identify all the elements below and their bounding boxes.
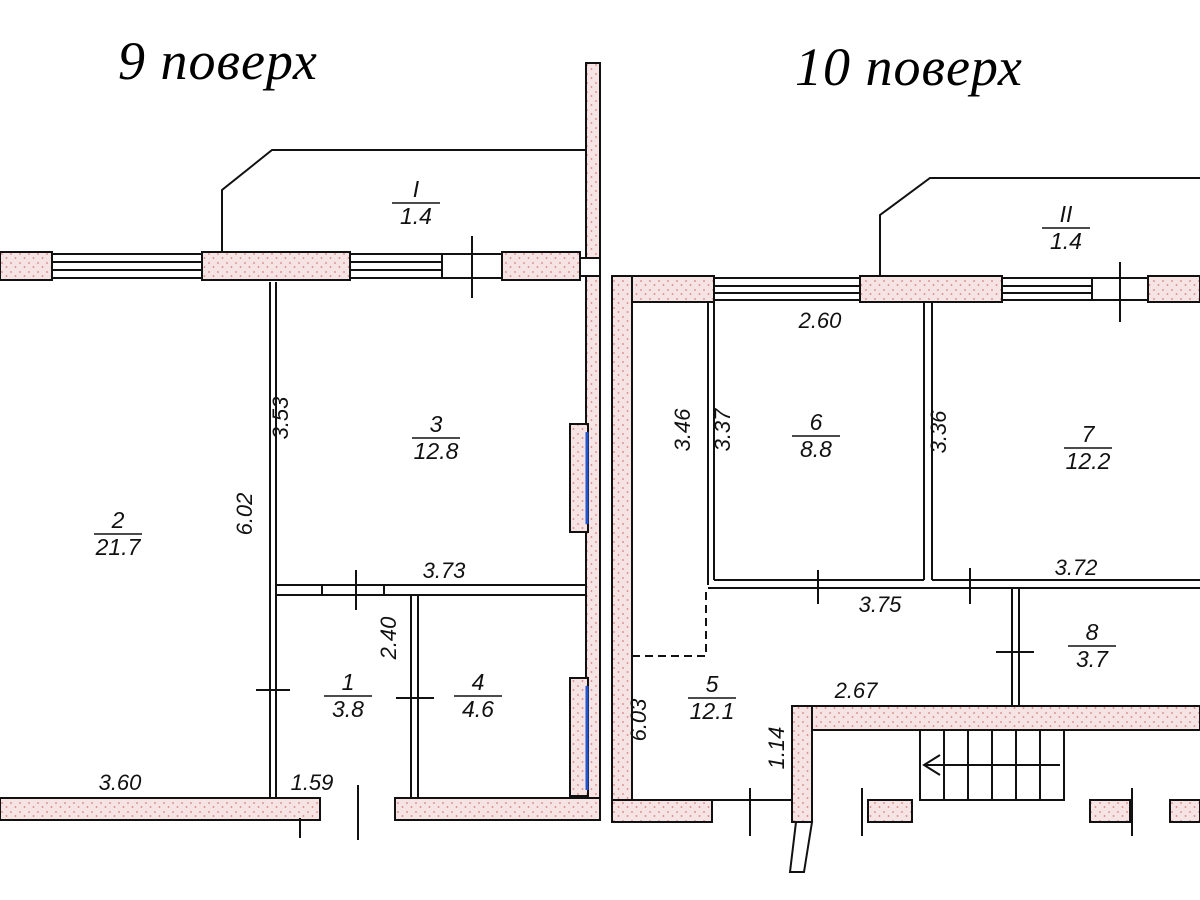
dimension-label: 6.02 [232, 493, 257, 536]
room-5-area: 12.1 [690, 698, 735, 724]
room-4-number: 4 [472, 669, 485, 695]
room-8-number: 8 [1086, 619, 1099, 645]
room-8-area: 3.7 [1076, 646, 1109, 672]
room-4-area: 4.6 [462, 696, 494, 722]
room-2-number: 2 [111, 507, 125, 533]
room-7-area: 12.2 [1066, 448, 1111, 474]
room-2-area: 21.7 [95, 534, 142, 560]
room-II-area: 1.4 [1050, 228, 1082, 254]
dimension-label: 3.73 [423, 558, 467, 583]
partitions-floor-10 [632, 177, 1200, 873]
partitions-floor-9 [221, 149, 586, 840]
dimension-label: 1.14 [764, 727, 789, 770]
dimension-label: 3.37 [710, 408, 735, 452]
room-1-area: 3.8 [332, 696, 364, 722]
dimension-label: 1.59 [291, 770, 334, 795]
room-6-area: 8.8 [800, 436, 832, 462]
dimension-label: 2.67 [834, 678, 879, 703]
dimension-label: 3.72 [1055, 555, 1098, 580]
windows-floor-10 [713, 262, 1149, 322]
dimension-label: 2.40 [376, 616, 401, 661]
floor-9-title: 9 поверх [118, 31, 318, 91]
room-3-number: 3 [430, 411, 443, 437]
dimension-label: 6.03 [626, 698, 651, 742]
room-labels: I1.4221.7312.813.844.63.536.023.732.403.… [94, 176, 1116, 795]
dimension-label: 3.36 [926, 410, 951, 454]
windows-floor-9 [51, 236, 601, 298]
room-I-number: I [413, 176, 420, 202]
room-3-area: 12.8 [414, 438, 459, 464]
room-1-number: 1 [342, 669, 355, 695]
radiators-floor-9 [569, 423, 589, 797]
stairs-floor-10 [811, 729, 1065, 801]
dimension-label: 3.75 [859, 592, 903, 617]
room-II-number: II [1060, 201, 1073, 227]
room-7-number: 7 [1082, 421, 1096, 447]
room-I-area: 1.4 [400, 203, 432, 229]
floor-10-title: 10 поверх [795, 37, 1023, 97]
room-6-number: 6 [810, 409, 823, 435]
dimension-label: 3.53 [268, 396, 293, 440]
dimension-label: 3.60 [99, 770, 143, 795]
room-5-number: 5 [706, 671, 719, 697]
dimension-label: 3.46 [670, 408, 695, 452]
dimension-label: 2.60 [798, 308, 843, 333]
walls-floor-9 [0, 62, 601, 821]
walls-floor-10 [611, 275, 1200, 823]
